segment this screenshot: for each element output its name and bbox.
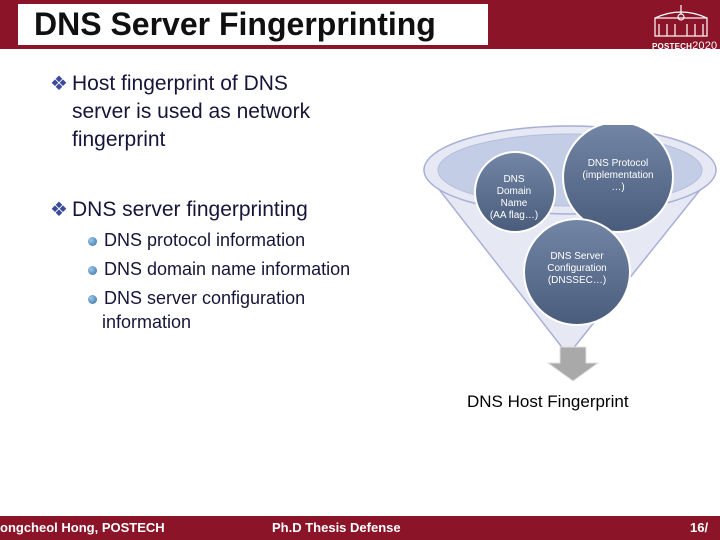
logo-label: POSTECH2020 [652, 40, 717, 52]
postech-logo-icon [654, 5, 708, 37]
protocol-label: …) [611, 182, 624, 193]
sub-bullet-dot-icon [88, 266, 97, 275]
slide-title: DNS Server Fingerprinting [18, 4, 488, 45]
circle-config [523, 218, 631, 326]
bullet-dns-fingerprinting: ❖ DNS server fingerprinting [50, 196, 308, 224]
logo-year: 2020 [692, 40, 718, 52]
bullet-line: DNS server fingerprinting [72, 198, 308, 221]
bullet-host-fingerprint: ❖ Host fingerprint of DNS server is used… [50, 70, 310, 154]
header-bar: DNS Server Fingerprinting [0, 0, 720, 49]
protocol-label: (implementation [582, 170, 653, 181]
down-arrow-icon [546, 346, 600, 382]
protocol-label: DNS Protocol [588, 158, 649, 169]
domain-label: (AA flag…) [490, 210, 538, 221]
diagram-caption: DNS Host Fingerprint [467, 392, 629, 411]
sub-bullet-protocol: DNS protocol information [104, 230, 306, 250]
diamond-bullet-icon: ❖ [50, 73, 68, 95]
sub-bullet-config: DNS server configuration [104, 288, 306, 308]
circle-protocol [562, 125, 674, 233]
sub-bullet-dot-icon [88, 295, 97, 304]
footer-event: Ph.D Thesis Defense [272, 520, 401, 535]
footer-author: ongcheol Hong, POSTECH [0, 520, 165, 535]
bullet-line: fingerprint [72, 128, 166, 151]
diamond-bullet-icon: ❖ [50, 199, 68, 221]
sub-bullet-domain: DNS domain name information [104, 259, 351, 279]
domain-label: Domain [497, 186, 531, 197]
footer-page-number: 16/ [690, 520, 709, 535]
footer-bar: ongcheol Hong, POSTECH Ph.D Thesis Defen… [0, 516, 720, 540]
config-label: DNS Server [550, 251, 604, 262]
fingerprint-funnel-diagram: DNS Domain Name (AA flag…) DNS Protocol … [423, 125, 717, 382]
circle-domain [474, 151, 556, 233]
logo-name: POSTECH [652, 42, 693, 51]
config-label: (DNSSEC…) [548, 275, 606, 286]
config-label: Configuration [547, 263, 606, 274]
domain-label: Name [501, 198, 528, 209]
sub-bullet-config-cont: information [102, 312, 192, 332]
sub-bullet-dot-icon [88, 237, 97, 246]
bullet-line: server is used as network [72, 100, 311, 123]
bullet-line: Host fingerprint of DNS [72, 72, 288, 95]
domain-label: DNS [503, 174, 524, 185]
